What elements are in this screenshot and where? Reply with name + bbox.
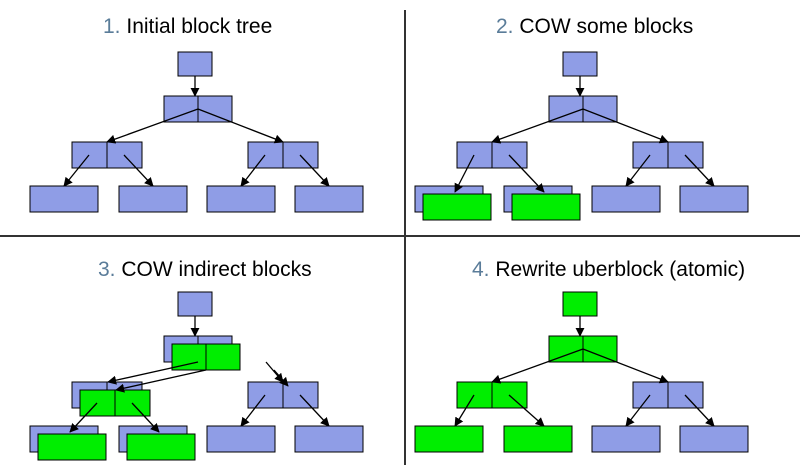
panel-2-leaf-2-cow [511,193,581,221]
panel-4-arrow-l2-right-2 [684,394,715,427]
panel-1-arrow-mid-left [106,108,199,144]
panel-1-leaf-4 [294,185,364,213]
panel-1-leaf-3 [206,185,276,213]
panel-3-arrow-mid-left-old [107,361,199,385]
panel-3-leaf-1-cow [37,433,107,461]
panel-3-arrow-mid-right [273,369,289,387]
panel-2-leaf-1-cow [422,193,492,221]
panel-1-leaf-2 [118,185,188,213]
panel-2-arrow-l2-right-1 [625,154,651,187]
panel-2-leaf-3 [591,185,661,213]
panel-1-uberblock [177,51,213,77]
panel-3-arrow-l2-left-1 [69,402,98,433]
panel-2-number: 2. [496,15,514,38]
panel-2-arrow-l2-right-2 [684,154,715,187]
panel-1-label: Initial block tree [126,15,273,38]
panel-4-arrow-l2-left-1 [454,394,475,427]
panel-2-arrow-l2-left-2 [508,154,545,193]
panel-4-leaf-2 [503,425,573,453]
panel-4-label: Rewrite uberblock (atomic) [495,258,746,281]
panel-3-uberblock [177,291,213,317]
panel-4-arrow-l2-right-1 [625,394,651,427]
panel-4-leaf-3 [591,425,661,453]
panel-3-leaf-4 [294,425,364,453]
panel-4-number: 4. [472,258,490,281]
panel-4-leaf-4 [679,425,749,453]
panel-3-arrow-mid-left [115,369,207,393]
panel-1-arrow-l2-left-1 [63,154,90,187]
panel-4-title: 4. Rewrite uberblock (atomic) [472,258,745,282]
panel-4-arrow-l2-left-2 [508,394,545,427]
panel-4-arrow-mid-right [582,348,669,384]
panel-2-arrow-mid-left [491,108,584,144]
panel-3-leaf-2-cow [126,433,196,461]
panel-1-number: 1. [103,15,121,38]
panel-4-leaf-1 [414,425,484,453]
vertical-divider [404,10,406,465]
panel-4-uberblock [562,291,598,317]
panel-1-title: 1. Initial block tree [103,15,272,39]
panel-2-title: 2. COW some blocks [496,15,693,39]
panel-1-arrow-l2-right-1 [240,154,266,187]
panel-3-title: 3. COW indirect blocks [98,258,312,282]
panel-1-arrow-mid-right [197,108,284,144]
panel-3-arrow-mid-right-old [265,361,284,383]
panel-2-uberblock [562,51,598,77]
panel-1-arrow-l2-left-2 [123,154,154,187]
panel-1-arrow-l2-right-2 [299,154,330,187]
panel-3-leaf-3 [206,425,276,453]
panel-3-arrow-l2-right-2 [299,394,330,427]
panel-2-leaf-4 [679,185,749,213]
panel-3-label: COW indirect blocks [121,258,312,281]
panel-2-arrow-l2-left-1 [454,154,475,193]
horizontal-divider [0,235,800,237]
panel-3-arrow-l2-left-2 [131,402,160,433]
panel-2-label: COW some blocks [519,15,694,38]
panel-3-number: 3. [98,258,116,281]
panel-3-arrow-l2-right-1 [240,394,266,427]
panel-2-arrow-mid-right [582,108,669,144]
panel-1-leaf-1 [29,185,99,213]
panel-4-arrow-mid-left [491,348,584,384]
